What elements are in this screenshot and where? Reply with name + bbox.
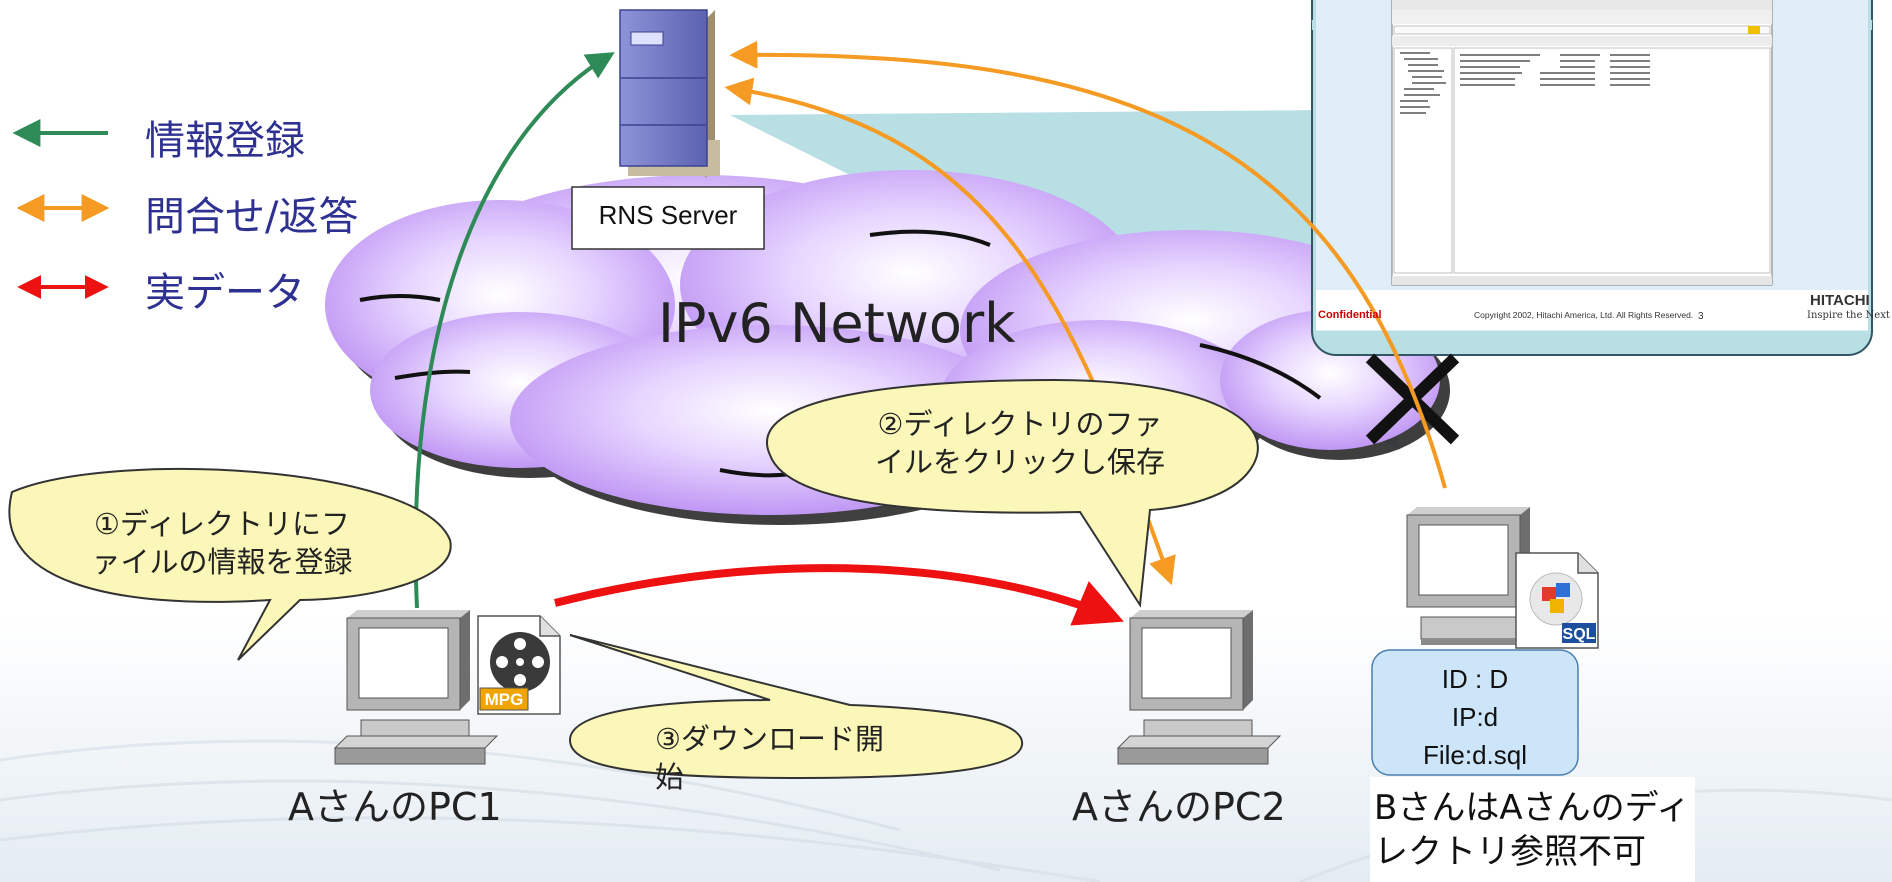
pcb-id: ID : D [1441, 664, 1509, 694]
blocked-x-icon [1365, 353, 1460, 445]
sql-file-icon: SQL [1515, 552, 1599, 649]
screenshot-copyright: Copyright 2002, Hitachi America, Ltd. Al… [1474, 310, 1694, 320]
pc1-computer-icon [333, 610, 499, 765]
pcb-info-text: ID : D IP:d File:d.sql [1372, 660, 1578, 774]
callout-step1-line2: ァイルの情報を登録 [91, 545, 353, 579]
server-label: RNS Server [598, 200, 738, 230]
legend-data-label: 実データ [145, 270, 305, 316]
callout-step3-line1: ③ダウンロード開 [655, 722, 884, 756]
pc2-label: AさんのPC2 [1072, 785, 1286, 829]
pcb-computer-icon [1406, 507, 1530, 645]
legend-register-label: 情報登録 [145, 118, 305, 164]
server-icon [619, 9, 720, 178]
pc1-label: AさんのPC1 [288, 785, 502, 829]
callout-step1-text: ①ディレクトリにフ ァイルの情報を登録 [22, 505, 422, 581]
pcb-file: File:d.sql [1422, 740, 1528, 770]
sql-badge-text: SQL [1563, 626, 1596, 643]
access-note: BさんはAさんのディ レクトリ参照不可 [1374, 786, 1690, 874]
pcb-ip: IP:d [1451, 702, 1499, 732]
callout-step1-shape [8, 467, 452, 661]
callout-step2-line2: イルをクリックし保存 [874, 445, 1165, 479]
screenshot-tagline: Inspire the Next [1807, 310, 1890, 321]
data-transfer-arrow [554, 564, 1124, 626]
access-note-line1: BさんはAさんのディ [1374, 788, 1691, 828]
legend-query-label: 問合せ/返答 [145, 194, 359, 240]
mpg-file-icon: MPG [477, 615, 561, 715]
callout-step3-text: ③ダウンロード開 始 [655, 720, 884, 796]
mpg-badge-text: MPG [485, 690, 524, 709]
callout-step1-line1: ①ディレクトリにフ [94, 507, 350, 541]
network-label: IPv6 Network [658, 292, 1016, 355]
screenshot-confidential: Confidential [1318, 309, 1382, 321]
pc2-computer-icon [1116, 610, 1282, 765]
screenshot-panel [1311, 0, 1873, 356]
register-arrow [413, 52, 615, 609]
callout-step3-line2: 始 [655, 760, 685, 794]
callout-step3-shape [568, 634, 1024, 780]
legend-arrows [12, 119, 110, 299]
note-box [1370, 777, 1695, 882]
callout-step2-shape [766, 378, 1259, 608]
screenshot-page-number: 3 [1698, 311, 1704, 322]
screenshot-brand: HITACHI [1810, 292, 1870, 309]
callout-step2-line1: ②ディレクトリのファ [877, 407, 1163, 441]
pcb-info-box [1371, 649, 1579, 776]
access-note-line2: レクトリ参照不可 [1374, 832, 1646, 872]
pcb-query-arrow [729, 40, 1447, 489]
callout-step2-text: ②ディレクトリのファ イルをクリックし保存 [800, 405, 1240, 481]
